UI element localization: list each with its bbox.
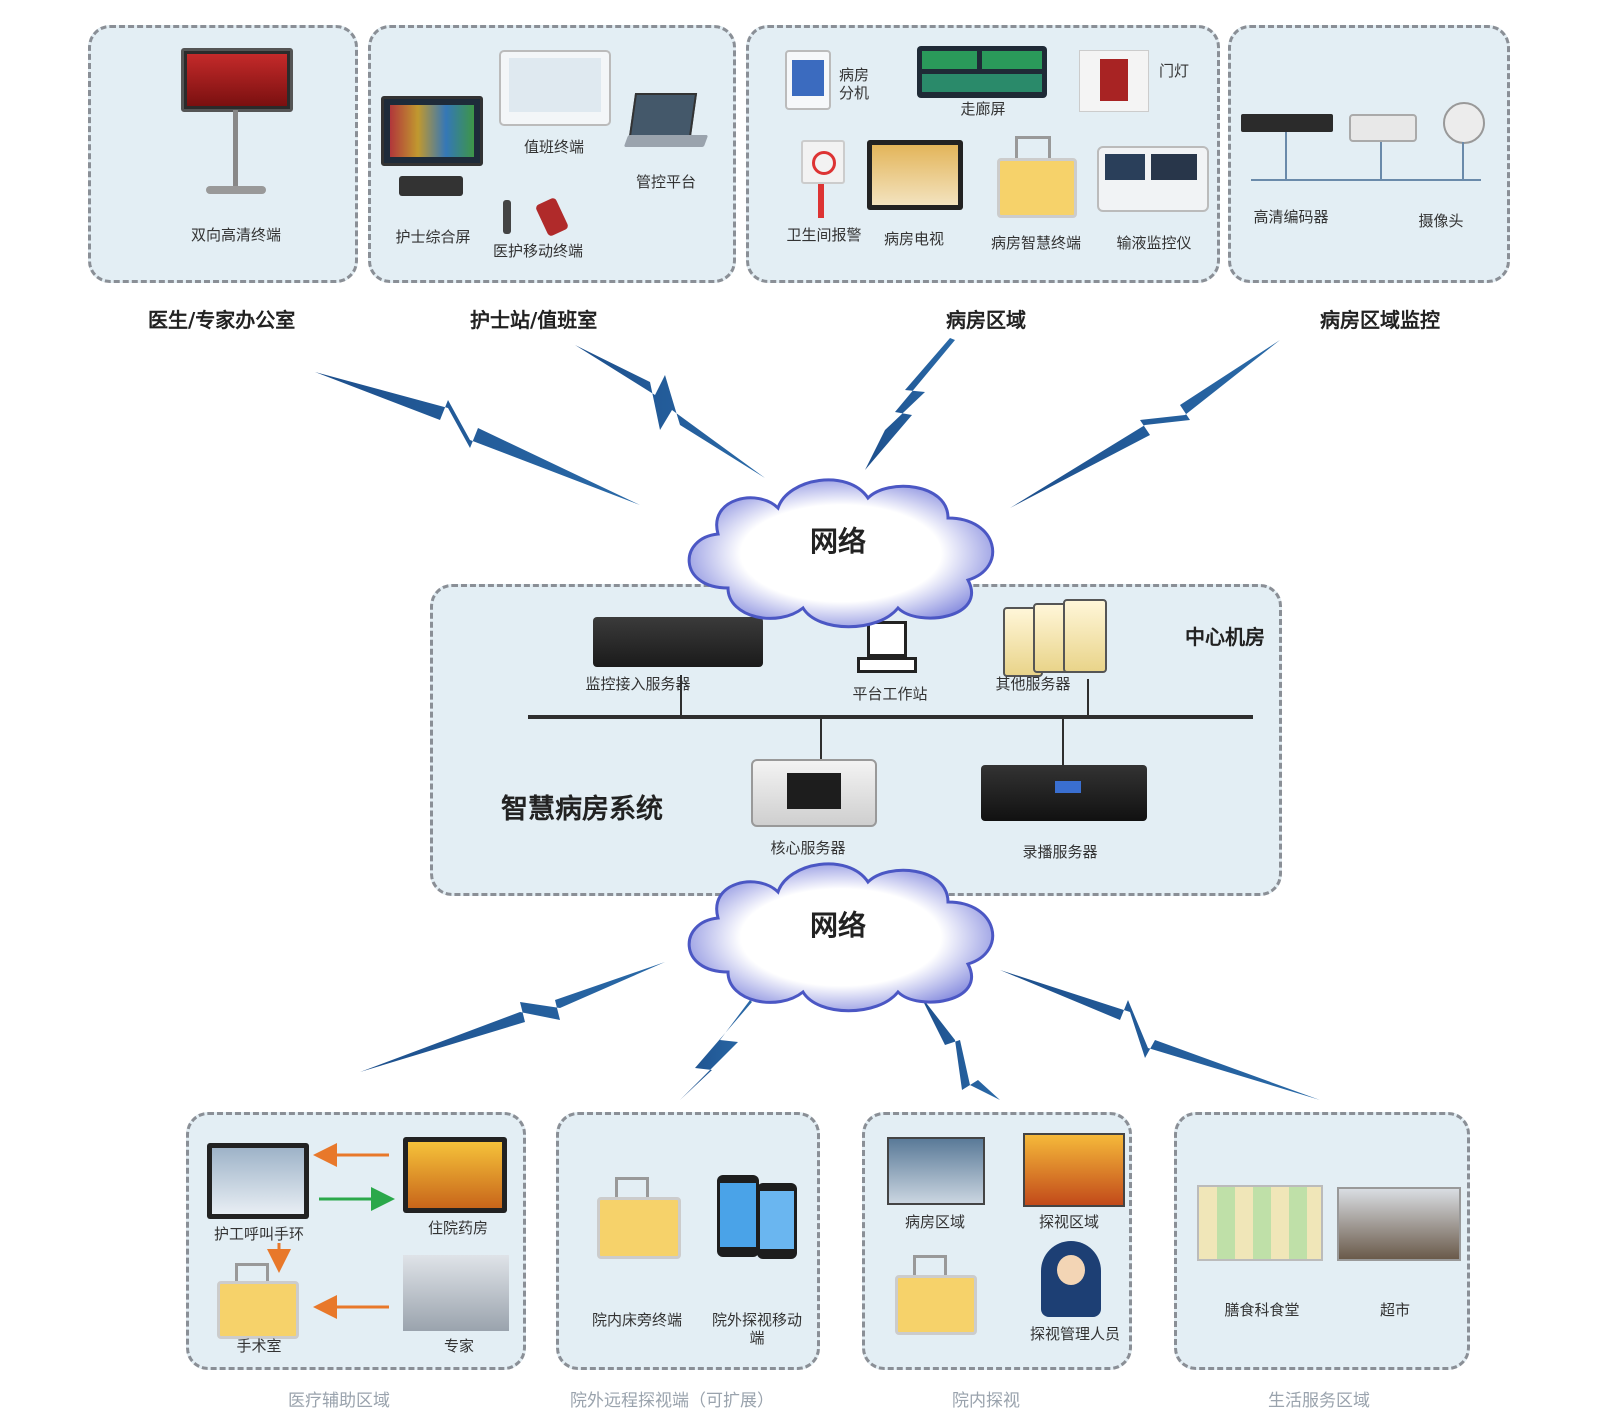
visit-ward-label: 病房区域 — [904, 1213, 965, 1231]
link-bolt-8 — [1000, 970, 1320, 1100]
camera-label: 摄像头 — [1418, 212, 1464, 230]
camera-bullet-device — [1349, 106, 1419, 142]
link-bolt-7 — [920, 995, 1000, 1100]
link-bolt-1 — [315, 372, 640, 505]
bedside-terminal-device — [597, 1177, 681, 1263]
ward-extension-device — [785, 50, 831, 110]
caption-life-service: 生活服务区域 — [1268, 1391, 1370, 1411]
ward-extension-label-1: 病房分机 — [839, 66, 879, 102]
nurse-wristband-device — [207, 1143, 309, 1219]
duty-terminal-label: 值班终端 — [523, 138, 584, 156]
zone-ward-monitoring: 高清编码器 摄像头 — [1228, 25, 1510, 283]
central-bus — [528, 675, 1253, 765]
canteen-label: 膳食科食堂 — [1224, 1301, 1300, 1319]
ward-extension-label: 病房分机 — [839, 66, 870, 102]
caption-ward-monitoring: 病房区域监控 — [1320, 308, 1440, 332]
remote-mobile-device — [717, 1175, 799, 1263]
system-name: 智慧病房系统 — [501, 794, 663, 825]
visit-area-label: 探视区域 — [1038, 1213, 1099, 1231]
ward-smart-terminal-device — [997, 136, 1077, 218]
monitor-access-server-label: 监控接入服务器 — [585, 675, 691, 693]
pharmacy-label: 住院药房 — [427, 1219, 488, 1237]
expert-device — [403, 1255, 509, 1331]
zone-life-service: 膳食科食堂 超市 — [1174, 1112, 1470, 1370]
network-cloud-bottom — [687, 862, 995, 1013]
toilet-alarm-device — [801, 140, 845, 222]
operating-room-label: 手术室 — [236, 1337, 282, 1355]
corridor-screen-label: 走廊屏 — [960, 100, 1006, 118]
hd-encoder-label: 高清编码器 — [1253, 208, 1329, 226]
caption-doctor-office: 医生/专家办公室 — [148, 308, 296, 332]
toilet-alarm-label: 卫生间报警 — [786, 226, 862, 244]
supermarket-label: 超市 — [1379, 1301, 1410, 1319]
visit-staff-label: 探视管理人员 — [1029, 1325, 1120, 1343]
nurse-screen-device — [381, 96, 483, 166]
link-bolt-3 — [865, 338, 955, 470]
door-light-label: 门灯 — [1158, 62, 1189, 80]
ward-tv-label: 病房电视 — [883, 230, 944, 248]
corridor-screen-device — [917, 46, 1047, 98]
caption-onsite-visit: 院内探视 — [952, 1391, 1020, 1411]
link-bolt-4 — [1010, 340, 1280, 508]
mobile-terminal-device — [503, 196, 573, 240]
monitor-access-server-device — [593, 617, 763, 667]
monitoring-bus — [1251, 132, 1481, 181]
duty-terminal-device — [499, 50, 611, 126]
link-bolt-6 — [680, 1000, 752, 1100]
hd-encoder-device — [1241, 114, 1333, 132]
zone-onsite-visit: 病房区域 探视区域 探视管理人员 — [862, 1112, 1132, 1370]
recording-server-label: 录播服务器 — [1022, 843, 1098, 861]
hd-terminal-device — [181, 48, 293, 208]
visit-ward-device — [887, 1137, 985, 1205]
platform-workstation-label: 平台工作站 — [852, 685, 928, 703]
link-bolt-5 — [360, 962, 665, 1072]
nurse-box-device — [399, 176, 463, 196]
remote-mobile-label: 院外探视移动端 — [711, 1311, 802, 1347]
infusion-monitor-device — [1097, 146, 1209, 212]
link-bolt-2 — [575, 345, 765, 478]
ward-tv-device — [867, 140, 963, 210]
canteen-device — [1197, 1185, 1323, 1261]
caption-ward-area: 病房区域 — [946, 308, 1026, 332]
control-platform-device — [623, 93, 709, 151]
core-server-label: 核心服务器 — [770, 839, 846, 857]
pharmacy-device — [403, 1137, 507, 1213]
network-cloud-top — [687, 478, 995, 629]
zone-doctor-office: 双向高清终端 — [88, 25, 358, 283]
caption-nurse-station: 护士站/值班室 — [470, 308, 598, 332]
ward-smart-terminal-label: 病房智慧终端 — [990, 234, 1081, 252]
camera-dome-device — [1439, 88, 1485, 144]
zone-medical-assist: 护工呼叫手环 住院药房 手术室 专家 — [186, 1112, 526, 1370]
zone-remote-visit: 院内床旁终端 院外探视移动端 — [556, 1112, 820, 1370]
network-label-bottom: 网络 — [810, 909, 867, 942]
expert-label: 专家 — [443, 1337, 474, 1355]
zone-nurse-station: 值班终端 护士综合屏 管控平台 医护移动终端 — [368, 25, 736, 283]
platform-workstation-device — [853, 621, 917, 681]
caption-remote-visit: 院外远程探视端（可扩展） — [570, 1391, 774, 1411]
operating-room-device — [217, 1263, 299, 1339]
zone-ward-area: 病房分机 走廊屏 门灯 卫生间报警 病房电视 病房智慧终端 输液监控仪 — [746, 25, 1220, 283]
assist-flow-arrows — [267, 1143, 395, 1319]
supermarket-device — [1337, 1187, 1461, 1261]
hd-terminal-label: 双向高清终端 — [190, 226, 281, 244]
door-light-device — [1079, 50, 1149, 112]
nurse-wristband-label: 护工呼叫手环 — [213, 1225, 304, 1243]
bedside-terminal-label: 院内床旁终端 — [591, 1311, 682, 1329]
control-platform-label: 管控平台 — [635, 173, 696, 191]
infusion-monitor-label: 输液监控仪 — [1116, 234, 1192, 252]
visit-terminal-device — [895, 1255, 977, 1335]
network-label-top: 网络 — [810, 525, 867, 558]
central-room-title: 中心机房 — [1185, 625, 1265, 649]
zone-central-room: 中心机房 智慧病房系统 监控接入服务器 平台工作站 其他服务器 核心服务器 录播… — [430, 584, 1282, 896]
nurse-screen-label: 护士综合屏 — [395, 228, 471, 246]
recording-server-device — [981, 765, 1147, 821]
caption-medical-assist: 医疗辅助区域 — [288, 1391, 390, 1411]
mobile-terminal-label: 医护移动终端 — [492, 242, 583, 260]
other-servers-label: 其他服务器 — [995, 675, 1071, 693]
core-server-device — [751, 759, 877, 827]
other-servers-device — [1003, 599, 1115, 677]
visit-staff-device — [1041, 1241, 1101, 1317]
visit-area-device — [1023, 1133, 1125, 1207]
